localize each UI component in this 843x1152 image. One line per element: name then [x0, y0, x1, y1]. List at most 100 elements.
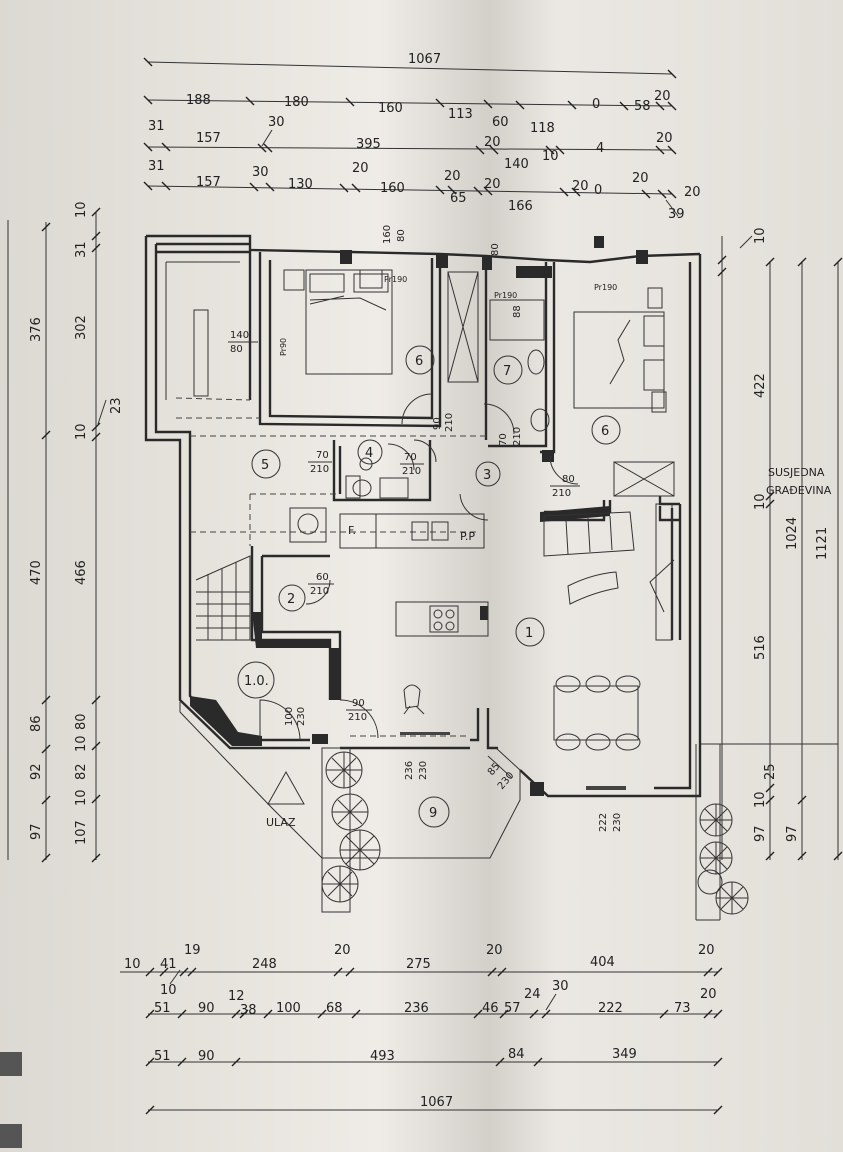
- room-number-terrace: 9: [429, 806, 437, 821]
- room-number-hall: 1.0.: [244, 674, 269, 689]
- window-pr90: Pr90: [279, 338, 288, 356]
- bottom-row2-dim-8: 46: [482, 1001, 499, 1016]
- bottom-row2-dim-2: 90: [198, 1001, 215, 1016]
- window-height-230b: 230: [496, 770, 517, 792]
- left-dim-82: 82: [74, 763, 89, 780]
- terrace-and-plants: [179, 702, 749, 921]
- closet: [193, 309, 209, 397]
- bottom-row1-dim-3: 19: [184, 943, 201, 958]
- neighbor-building-label-2: GRAĐEVINA: [766, 484, 832, 497]
- tree-7: [715, 881, 749, 915]
- top-row2-dim-5: 20: [484, 135, 501, 150]
- entrance-door: [259, 699, 301, 741]
- left-dim-302: 302: [74, 315, 89, 340]
- bottom-row2-dim-11: 30: [552, 979, 569, 994]
- bottom-dimension-chains: 10 41 19 10 248 20 275 20 404 20 51 90 1…: [120, 943, 723, 1115]
- left-dim-10c: 10: [74, 735, 89, 752]
- right-dim-10: 10: [753, 227, 768, 244]
- window-width-236: 236: [404, 761, 415, 780]
- door-height-210b: 210: [402, 466, 421, 477]
- wardrobe-east: [613, 461, 675, 497]
- room-number-bathroom-7: 7: [503, 364, 511, 379]
- bottom-row3-dim-2: 90: [198, 1049, 215, 1064]
- sofa: [543, 511, 635, 557]
- heavy-wall-segments: [190, 236, 648, 796]
- top-row2-dim-9: 20: [656, 131, 673, 146]
- staircase: [195, 555, 251, 641]
- door-width-100: 100: [284, 707, 295, 726]
- room-number-utility: 5: [261, 458, 269, 473]
- right-dim-516: 516: [753, 635, 768, 660]
- top-row2-dim-1: 31: [148, 119, 165, 134]
- door-width-70b: 70: [404, 452, 417, 463]
- top-row2-dim-8: 4: [596, 141, 604, 156]
- left-dim-23: 23: [109, 397, 124, 414]
- room-numbers: 1 1.0. 2 3 4 5 6 6 7 9: [244, 354, 609, 821]
- door-height-210d: 210: [552, 488, 571, 499]
- bottom-row1-dim-6: 20: [334, 943, 351, 958]
- window-pr190-bath: Pr190: [494, 291, 517, 300]
- top-row1-dim-2: 180: [284, 95, 309, 110]
- double-bed-left: [305, 269, 393, 375]
- left-dim-470: 470: [29, 560, 44, 585]
- door-width-90b: 90: [352, 698, 365, 709]
- left-dim-31: 31: [74, 241, 89, 258]
- tree-2: [331, 793, 369, 831]
- window-width-80c: 80: [490, 243, 501, 256]
- top-row1-dim-9: 20: [654, 89, 671, 104]
- scan-mark-1: [0, 1052, 22, 1076]
- toilet-4: [352, 479, 372, 497]
- top-row3-dim-1: 31: [148, 159, 165, 174]
- bottom-row1-dim-7: 275: [406, 957, 431, 972]
- door-width-60: 60: [316, 572, 329, 583]
- tree-1: [325, 751, 363, 789]
- top-row3-dim-3: 30: [252, 165, 269, 180]
- door-height-210a: 210: [310, 464, 329, 475]
- window-height-230c: 230: [612, 813, 623, 832]
- doors: [259, 393, 579, 779]
- building-walls: [144, 234, 702, 798]
- wardrobe: [447, 271, 479, 383]
- window-width-140: 140: [230, 330, 249, 341]
- door-height-210: 210: [444, 413, 455, 432]
- kitchen-island: [395, 601, 489, 637]
- top-row3-dim-13: 20: [632, 171, 649, 186]
- bottom-row1-dim-1: 10: [124, 957, 141, 972]
- top-row3-dim-4: 130: [288, 177, 313, 192]
- top-dimension-chains: 1067 188 180 160 113 60 118 0 58 20 31: [143, 52, 701, 222]
- door-width-70a: 70: [316, 450, 329, 461]
- room-markers: [237, 345, 621, 828]
- window-88: 88: [512, 305, 523, 318]
- top-row2-dim-3: 30: [268, 115, 285, 130]
- door-kitchen: [339, 699, 379, 739]
- room-number-bedroom-west: 6: [415, 354, 423, 369]
- dining-table: [553, 685, 639, 741]
- washing-machine: [289, 507, 327, 543]
- left-dim-10: 10: [74, 201, 89, 218]
- bottom-row3-dim-4: 84: [508, 1047, 525, 1062]
- top-row1-dim-4: 113: [448, 107, 473, 122]
- right-dim-10c: 10: [753, 791, 768, 808]
- bottom-row2-dim-1: 51: [154, 1001, 171, 1016]
- room-number-living: 1: [525, 626, 533, 641]
- door-height-210e: 210: [310, 586, 329, 597]
- top-row1-dim-6: 118: [530, 121, 555, 136]
- window-pr190-east: Pr190: [594, 283, 617, 292]
- fridge-label: F.: [348, 524, 356, 537]
- bottom-row2-dim-10: 24: [524, 987, 541, 1002]
- left-dim-466: 466: [74, 560, 89, 585]
- entrance-label: ULAZ: [266, 816, 296, 829]
- top-row2-dim-4: 395: [356, 137, 381, 152]
- right-dim-25: 25: [763, 763, 778, 780]
- window-width-85: 85: [486, 761, 503, 778]
- bottom-row3-dim-5: 349: [612, 1047, 637, 1062]
- top-row2-dim-6: 140: [504, 157, 529, 172]
- top-row1-dim-5: 60: [492, 115, 509, 130]
- right-dim-422: 422: [753, 373, 768, 398]
- left-dim-10d: 10: [74, 789, 89, 806]
- top-row3-dim-9: 20: [484, 177, 501, 192]
- top-row1-dim-7: 0: [592, 97, 600, 112]
- door-height-210c: 210: [512, 427, 523, 446]
- right-dim-10b: 10: [753, 493, 768, 510]
- top-row3-dim-10: 166: [508, 199, 533, 214]
